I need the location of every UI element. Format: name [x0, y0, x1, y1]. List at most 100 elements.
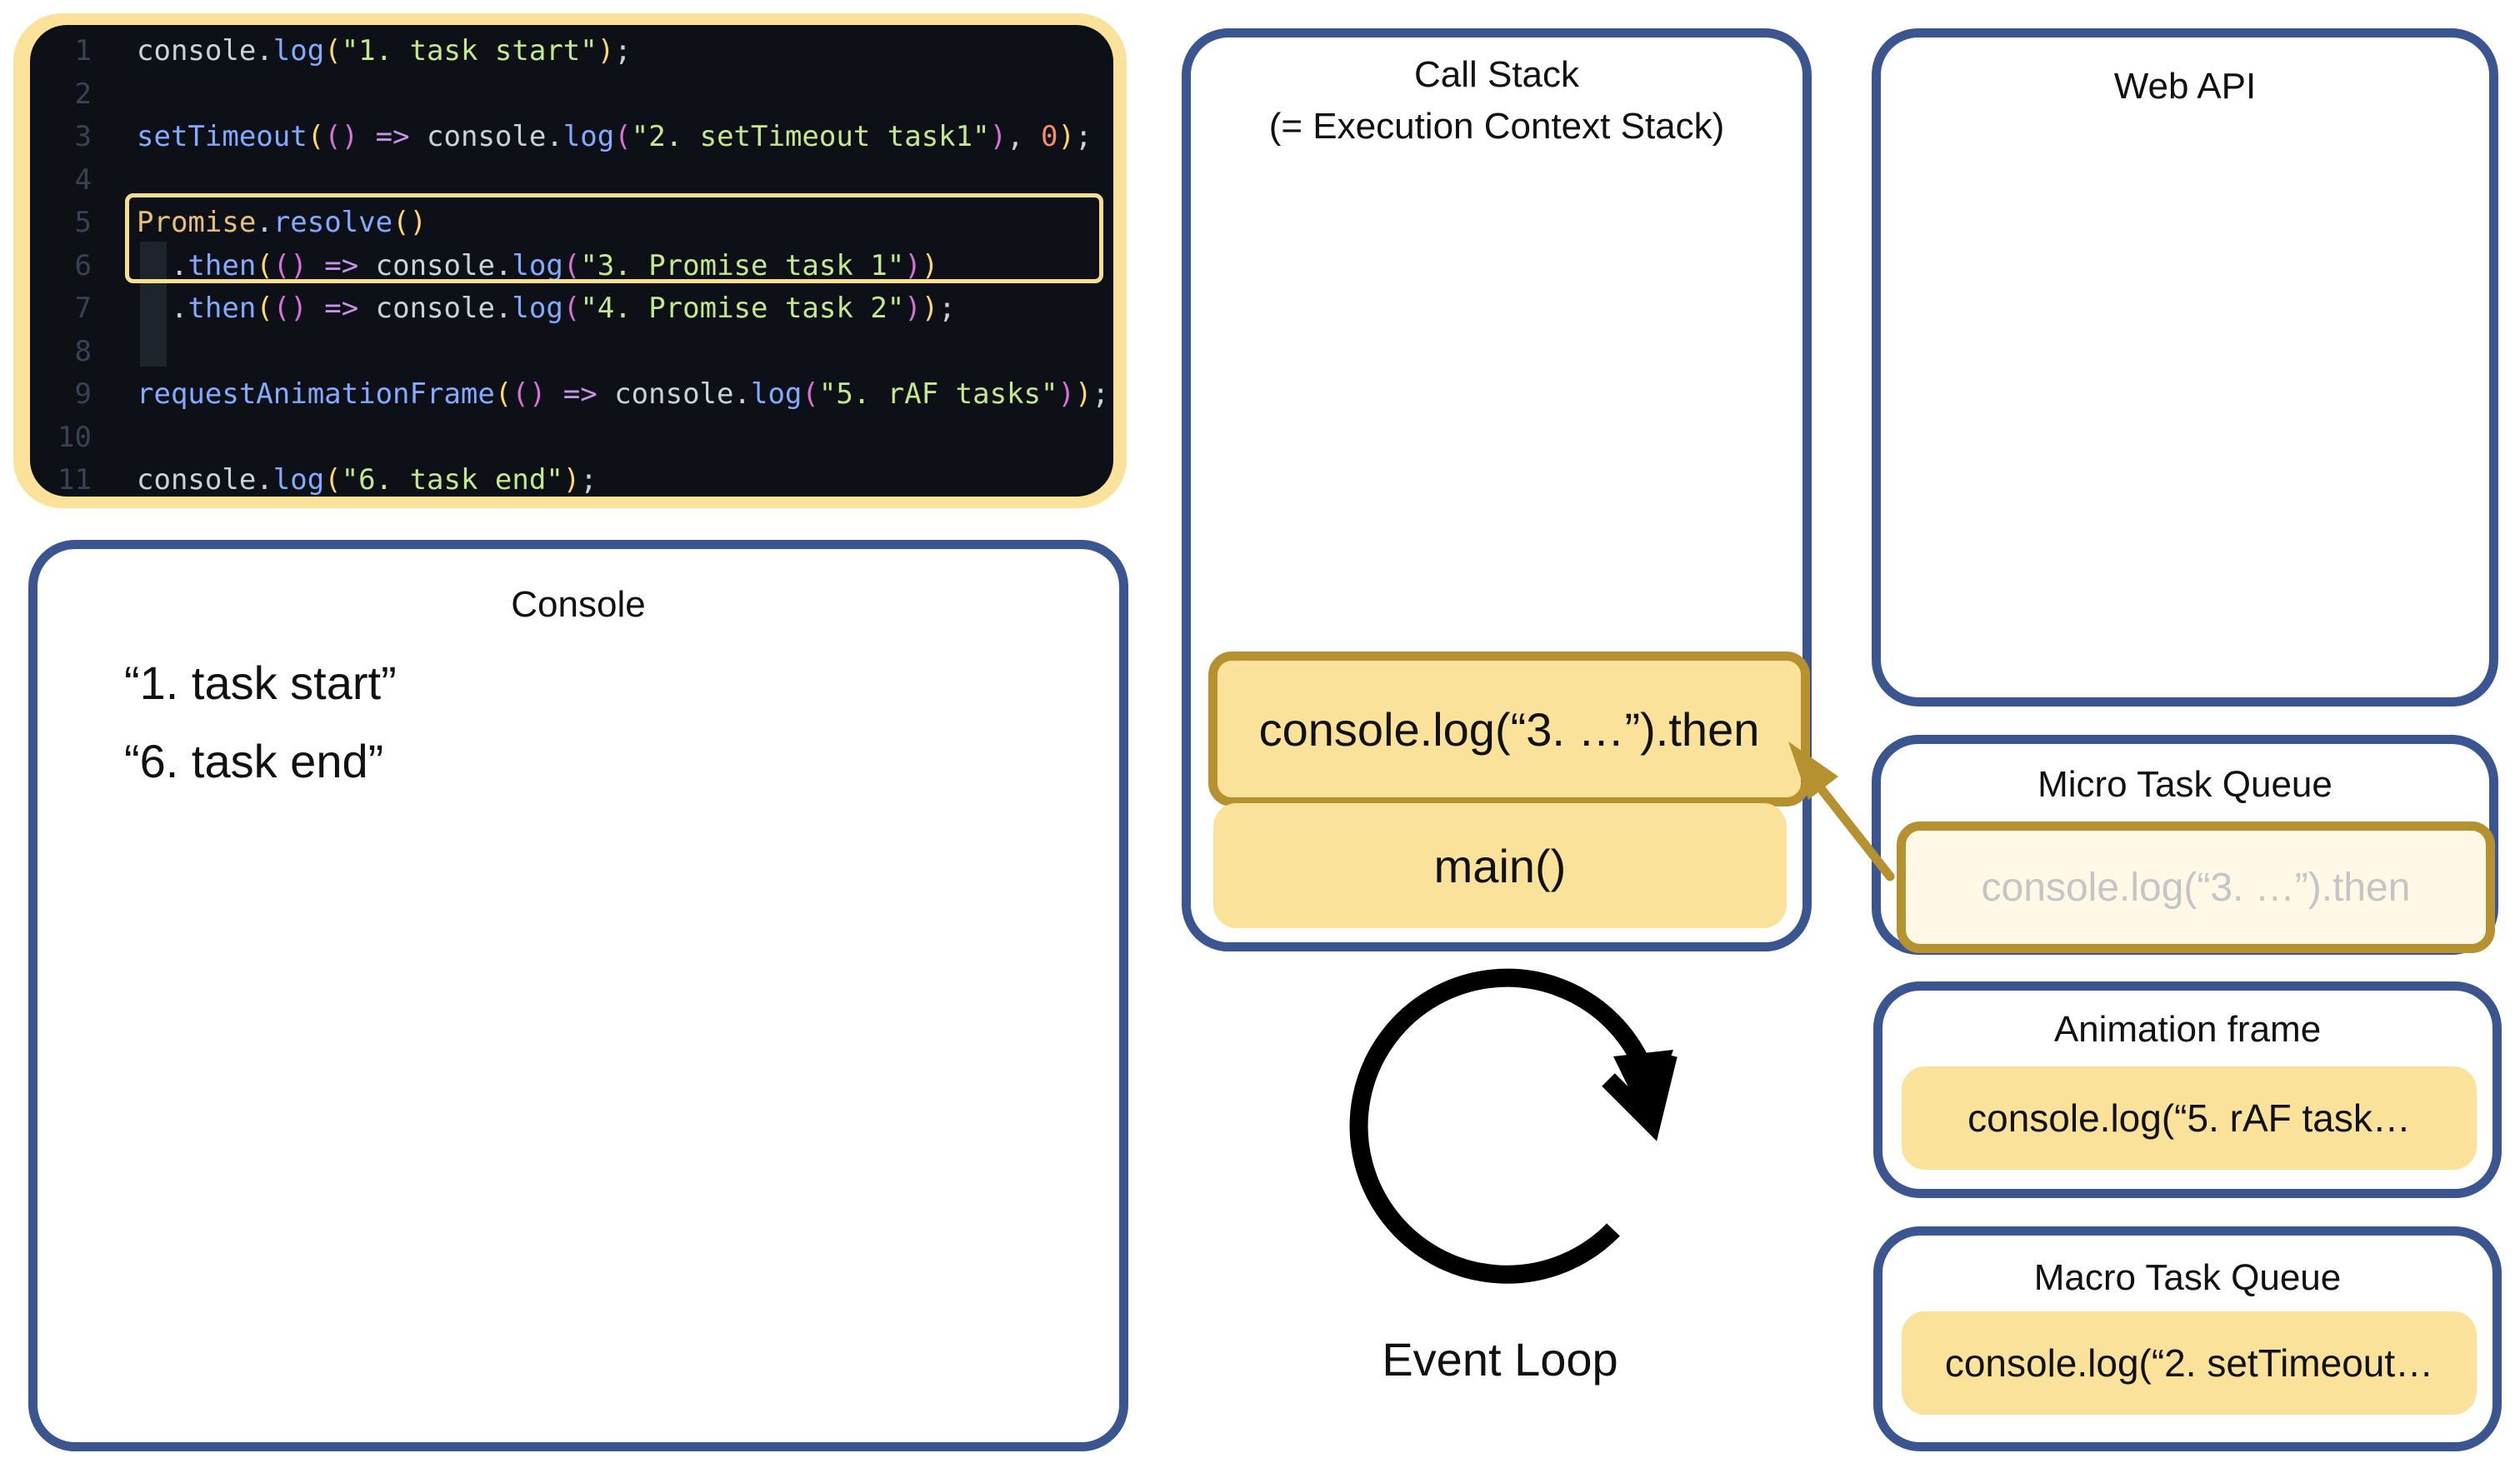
line-number: 2 — [74, 77, 92, 111]
event-loop-label: Event Loop — [1382, 1333, 1618, 1386]
code-token: console — [614, 377, 734, 411]
code-token: , — [1007, 120, 1042, 153]
code-token: ) — [989, 120, 1008, 153]
macro-task-item: console.log(“2. setTimeout… — [1902, 1311, 2477, 1415]
code-token: log — [272, 34, 325, 67]
code-token: resolve — [272, 206, 393, 239]
code-token: . — [546, 120, 563, 153]
call-stack-frame-main: main() — [1213, 803, 1787, 928]
line-number: 3 — [74, 120, 92, 153]
code-token: ; — [614, 34, 632, 67]
code-token: . — [137, 292, 188, 325]
code-text: .then(() => console.log("4. Promise task… — [137, 287, 956, 330]
code-token: () — [392, 206, 428, 239]
code-token: "1. task start" — [341, 34, 598, 67]
code-token: => — [307, 248, 376, 282]
code-token: console — [137, 463, 257, 497]
code-token: 0 — [1041, 120, 1058, 153]
code-token: => — [546, 377, 615, 411]
code-text: setTimeout(() => console.log("2. setTime… — [137, 116, 1092, 158]
code-token: console — [375, 292, 495, 325]
code-token: ; — [1092, 377, 1109, 411]
code-token: log — [272, 463, 325, 497]
code-text: requestAnimationFrame(() => console.log(… — [137, 373, 1109, 416]
line-number: 10 — [58, 420, 92, 454]
code-token: requestAnimationFrame — [137, 377, 495, 411]
code-token: () — [272, 248, 308, 282]
micro-task-item: console.log(“3. …”).then — [1897, 821, 2495, 953]
web-api-panel: Web API — [1872, 28, 2498, 707]
code-token: setTimeout — [137, 120, 308, 153]
code-text: console.log("1. task start"); — [137, 30, 632, 72]
code-token: ) — [1058, 120, 1075, 153]
micro-task-queue-title: Micro Task Queue — [2038, 764, 2332, 805]
code-token: console — [137, 34, 257, 67]
code-token: . — [494, 248, 512, 282]
call-stack-subtitle: (= Execution Context Stack) — [1268, 106, 1725, 147]
code-token: console — [427, 120, 547, 153]
code-token: ) — [921, 248, 939, 282]
code-token: ( — [494, 377, 512, 411]
code-token: then — [188, 248, 257, 282]
code-token: "6. task end" — [341, 463, 563, 497]
console-panel: Console “1. task start” “6. task end” — [28, 540, 1128, 1451]
console-output-line: “6. task end” — [124, 735, 384, 787]
code-token: log — [562, 120, 615, 153]
line-number: 11 — [58, 463, 92, 497]
code-token: . — [256, 34, 273, 67]
code-token: ; — [1075, 120, 1092, 153]
code-token: . — [137, 248, 188, 282]
code-token: () — [512, 377, 547, 411]
code-token: ( — [802, 377, 819, 411]
code-token: () — [324, 120, 359, 153]
code-token: Promise — [137, 206, 257, 239]
line-number: 6 — [74, 248, 92, 282]
code-token: ( — [324, 34, 342, 67]
animation-frame-item: console.log(“5. rAF task… — [1902, 1066, 2477, 1170]
call-stack-frame-then: console.log(“3. …”).then — [1208, 652, 1810, 806]
code-text: Promise.resolve() — [137, 202, 427, 244]
code-token: "2. setTimeout task1" — [631, 120, 990, 153]
console-title: Console — [511, 584, 646, 625]
code-token: ( — [614, 120, 632, 153]
code-token: ; — [938, 292, 956, 325]
line-number: 1 — [74, 34, 92, 67]
code-token: ( — [562, 248, 581, 282]
code-token: ( — [562, 292, 581, 325]
macro-task-queue-title: Macro Task Queue — [2033, 1257, 2342, 1298]
code-token: ) — [597, 34, 615, 67]
code-token: "3. Promise task 1" — [580, 248, 905, 282]
code-token: ) — [1058, 377, 1075, 411]
line-number: 7 — [74, 292, 92, 325]
line-number: 8 — [74, 334, 92, 368]
code-token: . — [494, 292, 512, 325]
code-token: ( — [256, 292, 273, 325]
code-token: log — [512, 292, 563, 325]
code-token: log — [750, 377, 802, 411]
line-number: 5 — [74, 206, 92, 239]
code-token: ) — [562, 463, 581, 497]
line-number: 4 — [74, 162, 92, 197]
code-token: ) — [921, 292, 939, 325]
code-text: console.log("6. task end"); — [137, 459, 598, 497]
promise-chain-highlight — [125, 193, 1103, 283]
code-token: () — [272, 292, 308, 325]
code-token: console — [375, 248, 495, 282]
code-token: ( — [324, 463, 342, 497]
code-token: . — [256, 463, 273, 497]
code-text: .then(() => console.log("3. Promise task… — [137, 245, 938, 287]
code-token: ( — [256, 248, 273, 282]
animation-frame-title: Animation frame — [2053, 1009, 2322, 1050]
code-token: ; — [580, 463, 598, 497]
code-token: log — [512, 248, 563, 282]
circular-arrow-icon — [1349, 968, 1678, 1284]
indent-guide — [140, 242, 167, 367]
call-stack-title: Call Stack — [1413, 54, 1580, 95]
code-token: ) — [904, 292, 922, 325]
code-token: => — [358, 120, 428, 153]
code-token: then — [188, 292, 257, 325]
line-number: 9 — [74, 377, 92, 411]
code-token: ) — [904, 248, 922, 282]
code-token: . — [733, 377, 751, 411]
